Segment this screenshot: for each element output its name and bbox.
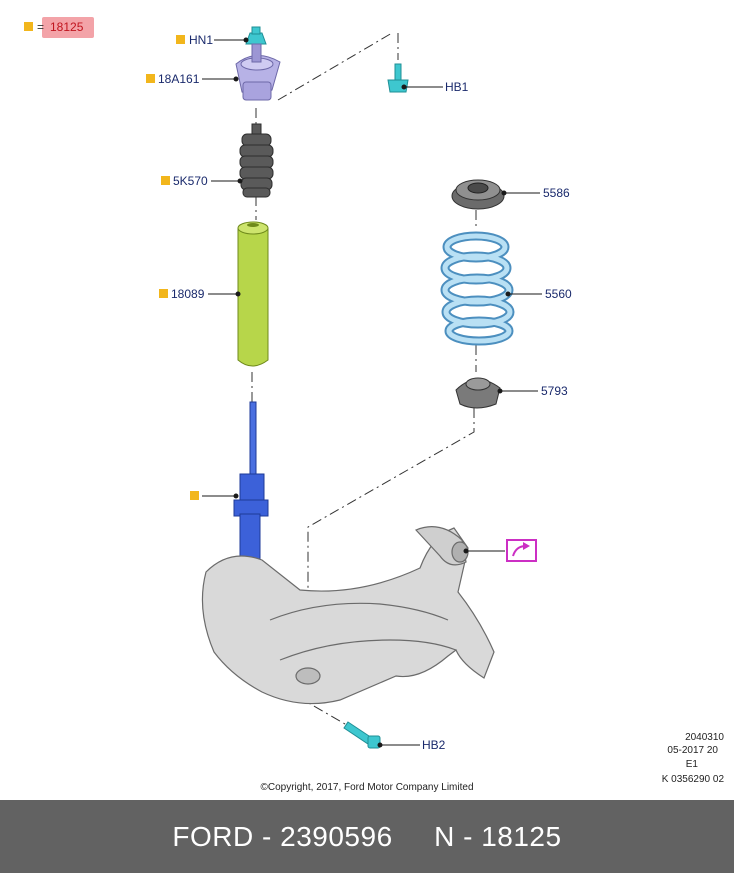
coil-spring-highlight [442, 233, 513, 344]
footer-part-number: 2390596 [280, 821, 393, 852]
dust-boot [237, 221, 269, 367]
callout-hn1[interactable]: HN1 [189, 33, 214, 47]
legend-marker [24, 22, 33, 31]
subframe [201, 526, 495, 705]
upper-seat [451, 179, 505, 210]
callout-marker [159, 289, 168, 298]
bump-stop [239, 123, 274, 198]
exploded-diagram: = 18125 HN1 18A161 HB1 5K570 18089 5586 … [24, 17, 724, 793]
callout-marker [161, 176, 170, 185]
leader-lines [202, 37, 542, 748]
callout-hb1[interactable]: HB1 [445, 80, 469, 94]
code-line-1: 2040310 [685, 732, 724, 743]
legend-part-number: 18125 [50, 20, 84, 34]
legend-equals: = [37, 20, 45, 34]
legend-highlight [42, 17, 94, 38]
callout-18089[interactable]: 18089 [171, 287, 205, 301]
lower-seat [455, 377, 501, 409]
callout-5793[interactable]: 5793 [541, 384, 568, 398]
code-line-3: E1 [685, 759, 698, 770]
hn1-nut [245, 26, 267, 45]
footer-bar: FORD - 2390596 N - 18125 [0, 800, 734, 873]
callout-marker [176, 35, 185, 44]
code-line-4: K 0356290 02 [661, 774, 724, 785]
hb2-bolt [343, 721, 381, 749]
top-mount [235, 43, 281, 101]
callout-hb2[interactable]: HB2 [422, 738, 446, 752]
footer-separator: - [262, 821, 272, 852]
footer-n-label: N [434, 821, 455, 852]
callout-marker [146, 74, 155, 83]
callout-marker-shock [190, 491, 199, 500]
copyright-text: ©Copyright, 2017, Ford Motor Company Lim… [260, 782, 474, 793]
code-line-2: 05-2017 20 [667, 745, 718, 756]
footer-separator-2: - [463, 821, 473, 852]
footer-n-value: 18125 [481, 821, 562, 852]
callout-5586[interactable]: 5586 [543, 186, 570, 200]
callout-5k570[interactable]: 5K570 [173, 174, 208, 188]
footer-brand: FORD [172, 821, 254, 852]
diagram-svg [201, 26, 542, 749]
external-link-icon[interactable] [506, 539, 537, 562]
callout-5560[interactable]: 5560 [545, 287, 572, 301]
callout-18a161[interactable]: 18A161 [158, 72, 200, 86]
